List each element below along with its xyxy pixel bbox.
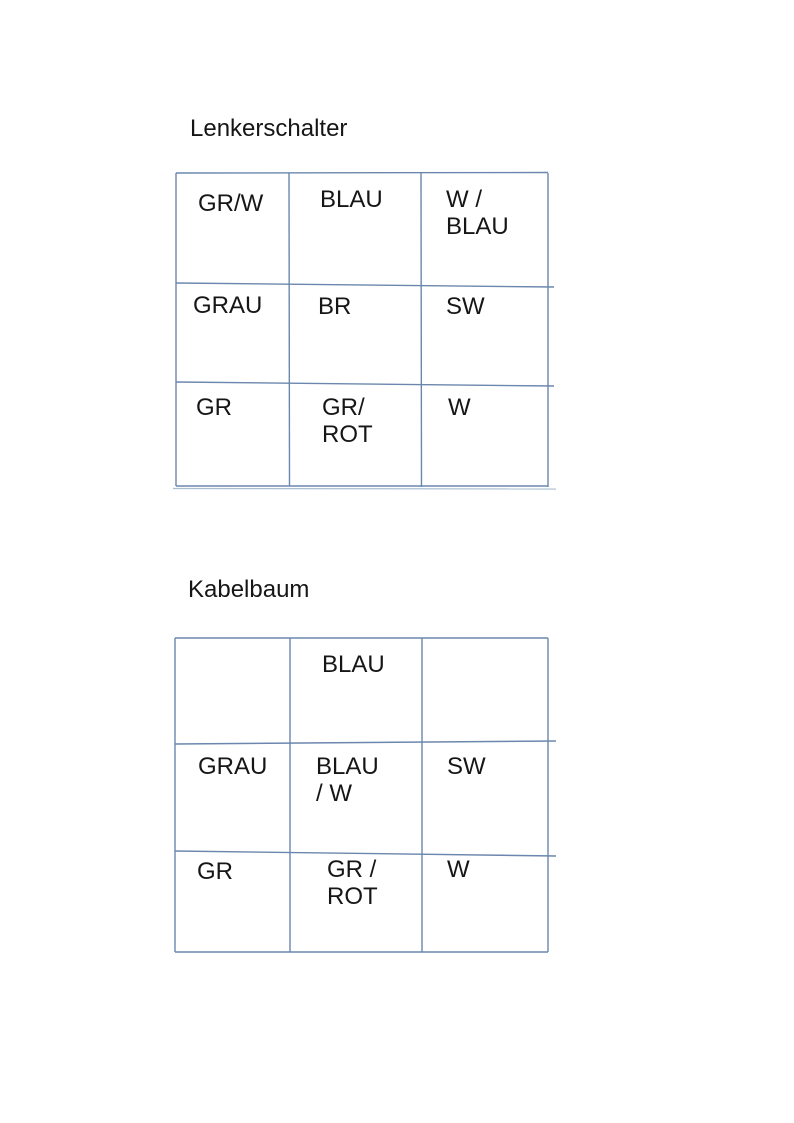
table1-cell-r3c2: GR/ ROT (322, 394, 373, 448)
table1-cell-r1c3: W / BLAU (446, 186, 509, 240)
section-title-kabelbaum: Kabelbaum (188, 576, 310, 603)
table1-cell-r3c1: GR (196, 394, 232, 421)
table1-border-top (175, 171, 549, 174)
table1-cell-r3c3: W (448, 394, 471, 421)
table2-cell-r1c2: BLAU (322, 651, 385, 678)
table1-cell-r2c2: BR (318, 293, 352, 320)
table1-divider-vertical-2 (420, 172, 423, 488)
table2-cell-r3c1: GR (197, 858, 233, 885)
table1-cell-r2c1: GRAU (193, 292, 263, 319)
table1-divider-horizontal-1 (175, 282, 555, 288)
table2-cell-r3c2: GR / ROT (327, 856, 378, 910)
table1-border-bottom-shadow (172, 487, 557, 490)
section-title-lenkerschalter: Lenkerschalter (190, 115, 348, 142)
table1-cell-r1c2: BLAU (320, 186, 383, 213)
table2-cell-r2c1: GRAU (198, 753, 268, 780)
table2-divider-horizontal-1 (174, 740, 557, 745)
table1-divider-vertical-1 (288, 172, 291, 487)
table1-cell-r2c3: SW (446, 293, 485, 320)
table2-cell-r2c2: BLAU / W (316, 753, 379, 807)
table1-divider-horizontal-2 (175, 381, 555, 387)
table2-cell-r3c3: W (447, 856, 470, 883)
table1-cell-r1c1: GR/W (198, 190, 264, 217)
table2-cell-r2c3: SW (447, 753, 486, 780)
